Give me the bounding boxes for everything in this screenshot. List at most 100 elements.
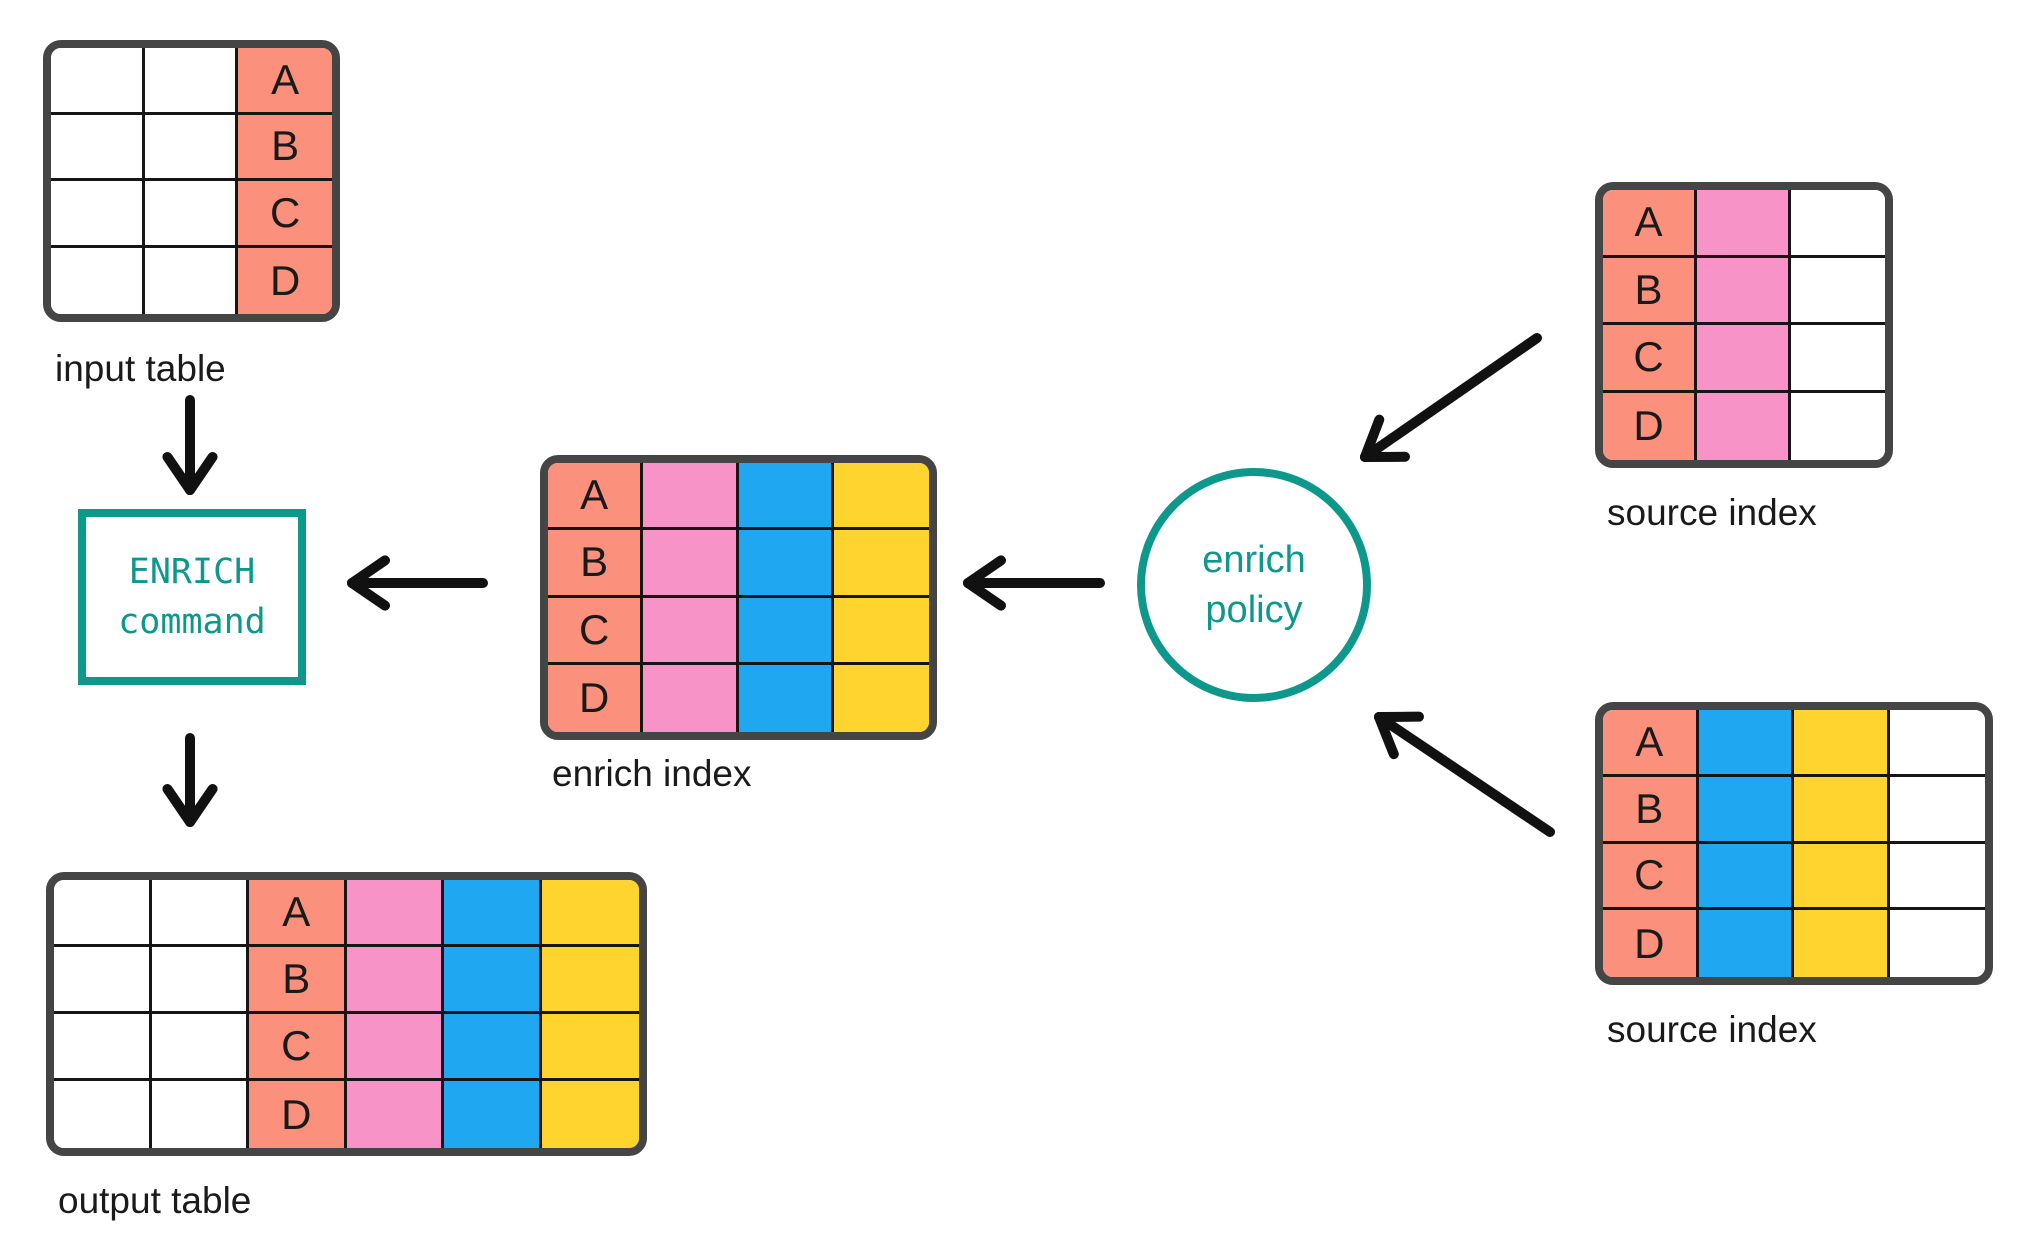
table-cell: [51, 48, 145, 115]
table-cell: [444, 880, 542, 947]
table-cell: [541, 947, 639, 1014]
table-cell: [1794, 843, 1890, 911]
table-cell: [1889, 710, 1985, 777]
table-cell: B: [238, 114, 332, 181]
table-cell: B: [1603, 257, 1697, 325]
table-cell: [738, 530, 834, 598]
table-cell: [1889, 776, 1985, 844]
table-cell: [151, 1081, 249, 1148]
cell-letter: A: [1635, 717, 1664, 765]
table-cell: [833, 664, 929, 732]
table-cell: [346, 880, 444, 947]
table-cell: C: [548, 597, 644, 665]
table-cell: [1889, 843, 1985, 911]
table-cell: [144, 247, 239, 314]
cell-letter: B: [1635, 784, 1664, 832]
enrich-policy-label-line1: enrich: [1202, 539, 1306, 581]
cell-letter: D: [1633, 402, 1664, 450]
cell-letter: D: [281, 1090, 312, 1138]
cell-letter: B: [1634, 265, 1663, 313]
table-cell: [346, 1014, 444, 1081]
table-cell: D: [1603, 392, 1697, 460]
table-cell: [1791, 325, 1885, 393]
table-cell: B: [249, 947, 347, 1014]
table-cell: [54, 947, 152, 1014]
table-cell: [643, 530, 739, 598]
table-cell: [151, 880, 249, 947]
enrich-index-label: enrich index: [552, 753, 752, 794]
cell-letter: C: [1633, 333, 1664, 381]
table-cell: [54, 880, 152, 947]
arrow-input-to-enrich-command: [162, 395, 218, 495]
table-cell: [643, 664, 739, 732]
table-cell: C: [1603, 843, 1699, 911]
table-cell: [1697, 190, 1791, 258]
table-cell: [643, 597, 739, 665]
table-cell: [833, 597, 929, 665]
table-cell: D: [238, 247, 332, 314]
table-cell: [1698, 910, 1794, 977]
enrich-command-label-line2: command: [118, 602, 266, 642]
table-cell: [444, 1081, 542, 1148]
table-cell: [1697, 257, 1791, 325]
table-cell: [541, 1081, 639, 1148]
arrow-enrich-policy-to-enrich-index: [963, 555, 1105, 611]
output-table-label: output table: [58, 1180, 252, 1221]
table-cell: [151, 1014, 249, 1081]
cell-letter: B: [282, 955, 311, 1002]
table-cell: [1791, 257, 1885, 325]
table-cell: [144, 48, 239, 115]
cell-letter: B: [271, 122, 300, 170]
cell-letter: A: [580, 471, 609, 519]
table-cell: A: [1603, 710, 1699, 777]
arrow-source-top-to-enrich-policy: [1360, 333, 1542, 462]
enrich-policy-label-line2: policy: [1205, 589, 1303, 631]
table-cell: A: [249, 880, 347, 947]
table-cell: [1794, 710, 1890, 777]
table-cell: [51, 247, 145, 314]
table-cell: [51, 181, 145, 248]
arrow-enrich-command-to-output: [162, 733, 218, 827]
table-cell: [346, 1081, 444, 1148]
table-cell: [151, 947, 249, 1014]
cell-letter: C: [1634, 851, 1665, 899]
table-cell: A: [238, 48, 332, 115]
enrich-policy-node: enrich policy: [1137, 468, 1371, 702]
table-cell: [833, 530, 929, 598]
table-cell: C: [249, 1014, 347, 1081]
cell-letter: C: [269, 188, 301, 236]
table-cell: C: [238, 181, 332, 248]
arrow-enrich-index-to-enrich-command: [347, 555, 488, 611]
table-cell: [1697, 325, 1791, 393]
table-cell: B: [1603, 776, 1699, 844]
arrow-source-bottom-to-enrich-policy: [1374, 711, 1555, 837]
source-index-bottom-label: source index: [1607, 1009, 1817, 1050]
table-cell: [541, 880, 639, 947]
table-cell: [346, 947, 444, 1014]
table-cell: D: [1603, 910, 1699, 977]
enrich-command-node: ENRICH command: [78, 509, 306, 685]
cell-letter: D: [578, 674, 610, 722]
cell-letter: A: [1634, 198, 1663, 246]
table-cell: D: [249, 1081, 347, 1148]
table-cell: B: [548, 530, 644, 598]
table-cell: [444, 1014, 542, 1081]
table-cell: [144, 181, 239, 248]
table-cell: [1698, 710, 1794, 777]
table-cell: A: [548, 463, 644, 531]
cell-letter: C: [281, 1022, 312, 1069]
table-cell: [738, 597, 834, 665]
cell-letter: A: [282, 888, 311, 935]
table-cell: [738, 664, 834, 732]
cell-letter: A: [271, 55, 300, 103]
source-index-top-label: source index: [1607, 492, 1817, 533]
input-table-label: input table: [55, 348, 226, 389]
